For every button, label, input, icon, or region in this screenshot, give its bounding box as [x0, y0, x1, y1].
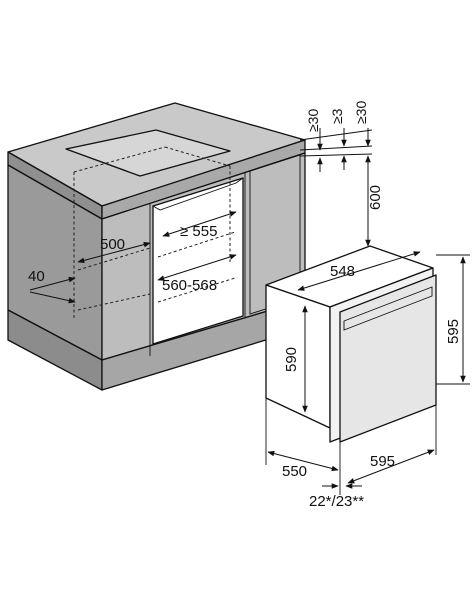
width-555-label: ≥ 555	[180, 223, 217, 240]
oven-550-label: 550	[282, 463, 307, 480]
oven-dimensions: 548 590 595 550 595 22*/23**	[265, 251, 470, 510]
clear-a-label: ≥30	[305, 109, 321, 132]
side-40-arrow-a	[29, 276, 76, 291]
oven-unit	[265, 245, 437, 443]
clear-b-label: ≥3	[329, 108, 345, 124]
oven-550-arrow	[267, 450, 339, 472]
side-40-label: 40	[28, 268, 45, 285]
ref-line-1	[299, 129, 373, 141]
oven-548-arrow	[297, 251, 421, 291]
oven-595w-arrow	[347, 449, 435, 484]
ref-line-2	[299, 145, 373, 151]
oven-590-label: 590	[283, 347, 300, 372]
oven-595h-label: 595	[445, 319, 462, 344]
cabinet-dimensions: 500 ≥ 555 560-568 40	[28, 211, 237, 304]
oven-control-strip	[343, 286, 433, 331]
top-clearances: ≥30 ≥3 ≥30 600	[299, 101, 384, 247]
oven-548-label: 548	[330, 263, 355, 280]
kitchen-cabinet	[7, 102, 306, 391]
cooktop	[65, 129, 231, 177]
width-range-arrow	[157, 254, 237, 281]
hidden-lines	[73, 146, 236, 318]
niche-top-inner	[151, 177, 244, 211]
side-40-arrow-b	[29, 291, 76, 304]
depth-500-label: 500	[100, 236, 125, 253]
width-range-label: 560-568	[162, 277, 217, 294]
depth-500-arrow	[77, 241, 151, 264]
clear-c-label: ≥30	[353, 101, 369, 124]
width-555-arrow	[162, 211, 237, 237]
front-thickness-label: 22*/23**	[309, 493, 364, 510]
ref-line-3	[299, 153, 373, 157]
height-600-label: 600	[367, 185, 384, 210]
oven-595w-label: 595	[370, 453, 395, 470]
